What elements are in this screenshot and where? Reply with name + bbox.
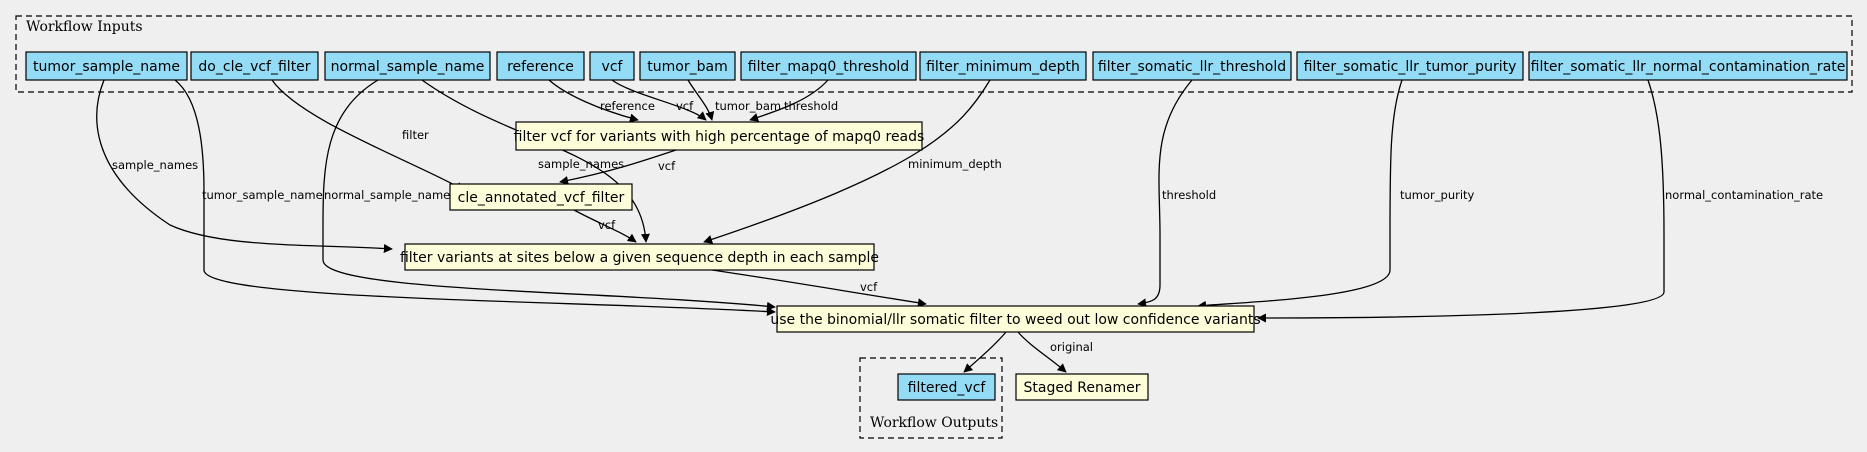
node-reference-label: reference [507,59,574,75]
node-filtered_vcf-box [897,373,996,401]
edge-label-filter_somatic_llr_tumor_purity-to-llr: tumor_purity [1400,188,1475,202]
edge-label-filter_mapq0_threshold-to-mapq0: threshold [784,99,838,113]
node-filter_somatic_llr_normal_contamination_rate-box [1528,51,1848,81]
edge-depth-to-llr [711,269,927,308]
node-filter_somatic_llr_threshold: filter_somatic_llr_threshold [1092,51,1292,81]
node-filter_somatic_llr_tumor_purity-label: filter_somatic_llr_tumor_purity [1304,59,1517,75]
node-filter_somatic_llr_tumor_purity: filter_somatic_llr_tumor_purity [1296,51,1524,81]
node-do_cle_vcf_filter-box [190,51,319,81]
edge-vcf-to-mapq0 [611,79,707,121]
edge-tumor_sample_name-to-depth [96,79,393,253]
cluster-outputs-label: Workflow Outputs [870,415,998,431]
edge-filter_somatic_llr_normal_contamination_rate-to-llr [1257,79,1665,323]
node-llr-label: use the binomial/llr somatic filter to w… [770,312,1260,328]
node-renamer: Staged Renamer [1015,373,1149,401]
node-filter_mapq0_threshold-box [740,51,917,81]
edge-label-filter_somatic_llr_normal_contamination_rate-to-llr: normal_contamination_rate [1665,188,1823,202]
node-mapq0-box [515,121,923,151]
node-llr-box [776,305,1255,333]
edge-normal_sample_name-to-depth [421,79,650,243]
node-reference-box [496,51,585,81]
cluster-inputs-label: Workflow Inputs [26,19,143,35]
node-vcf-box [589,51,635,81]
node-mapq0: filter vcf for variants with high percen… [514,121,925,151]
node-cle: cle_annotated_vcf_filter [449,183,633,211]
node-filter_somatic_llr_normal_contamination_rate: filter_somatic_llr_normal_contamination_… [1528,51,1848,81]
node-filter_mapq0_threshold: filter_mapq0_threshold [740,51,917,81]
node-filter_mapq0_threshold-label: filter_mapq0_threshold [748,59,909,75]
node-filtered_vcf: filtered_vcf [897,373,996,401]
edge-llr-to-renamer [1017,331,1067,373]
node-filter_somatic_llr_tumor_purity-box [1296,51,1524,81]
edge-label-vcf-to-mapq0: vcf [676,99,694,113]
cluster-outputs-box [859,357,1003,439]
node-llr: use the binomial/llr somatic filter to w… [770,305,1261,333]
edge-tumor_sample_name-to-llr [174,79,776,317]
node-cle-label: cle_annotated_vcf_filter [458,190,625,206]
node-mapq0-label: filter vcf for variants with high percen… [514,129,925,145]
edge-filter_somatic_llr_tumor_purity-to-llr [1197,79,1403,310]
edge-label-filter_somatic_llr_threshold-to-llr: threshold [1162,188,1216,202]
node-filter_somatic_llr_threshold-label: filter_somatic_llr_threshold [1098,59,1286,75]
node-do_cle_vcf_filter-label: do_cle_vcf_filter [198,59,310,75]
edge-label-tumor_bam-to-mapq0: tumor_bam [715,99,781,113]
node-vcf-label: vcf [602,59,624,75]
edge-label-normal_sample_name-to-llr: normal_sample_name [324,188,450,202]
edge-reference-to-mapq0 [548,79,639,123]
cluster-inputs-box [15,15,1853,93]
node-vcf: vcf [589,51,635,81]
edge-mapq0-to-cle [559,149,677,185]
node-depth-label: filter variants at sites below a given s… [400,250,879,266]
node-normal_sample_name-box [324,51,491,81]
edge-label-mapq0-to-cle: vcf [658,159,676,173]
edge-label-llr-to-renamer: original [1050,340,1093,354]
node-filter_minimum_depth-label: filter_minimum_depth [926,59,1080,75]
node-normal_sample_name-label: normal_sample_name [331,59,485,75]
edge-label-normal_sample_name-to-depth: sample_names [538,157,624,171]
node-tumor_sample_name-box [25,51,188,81]
node-do_cle_vcf_filter: do_cle_vcf_filter [190,51,319,81]
edge-label-reference-to-mapq0: reference [600,99,655,113]
node-depth-box [404,243,875,271]
edge-label-do_cle_vcf_filter-to-cle: filter [402,128,429,142]
edge-label-tumor_sample_name-to-llr: tumor_sample_name [202,188,323,202]
node-filter_somatic_llr_threshold-box [1092,51,1292,81]
edge-do_cle_vcf_filter-to-cle [271,79,465,191]
edge-label-filter_minimum_depth-to-depth: minimum_depth [908,157,1002,171]
edge-llr-to-filtered_vcf [963,331,1007,373]
node-depth: filter variants at sites below a given s… [400,243,879,271]
node-filter_somatic_llr_normal_contamination_rate-label: filter_somatic_llr_normal_contamination_… [1531,59,1846,75]
edge-label-tumor_sample_name-to-depth: sample_names [112,158,198,172]
node-cle-box [449,183,633,211]
node-normal_sample_name: normal_sample_name [324,51,491,81]
edge-filter_minimum_depth-to-depth [703,79,991,244]
node-filtered_vcf-label: filtered_vcf [908,380,987,396]
node-tumor_sample_name: tumor_sample_name [25,51,188,81]
node-tumor_bam-label: tumor_bam [647,59,727,75]
edge-normal_sample_name-to-llr [322,79,776,311]
node-renamer-label: Staged Renamer [1024,380,1141,396]
node-reference: reference [496,51,585,81]
edge-filter_mapq0_threshold-to-mapq0 [749,79,829,122]
edge-filter_somatic_llr_threshold-to-llr [1137,79,1193,308]
node-tumor_bam-box [639,51,736,81]
node-tumor_sample_name-label: tumor_sample_name [33,59,180,75]
edge-label-cle-to-depth: vcf [598,218,616,232]
node-tumor_bam: tumor_bam [639,51,736,81]
edge-label-depth-to-llr: vcf [860,280,878,294]
node-renamer-box [1015,373,1149,401]
node-filter_minimum_depth: filter_minimum_depth [919,51,1087,81]
node-filter_minimum_depth-box [919,51,1087,81]
edge-tumor_bam-to-mapq0 [687,79,715,121]
edge-cle-to-depth [573,209,637,243]
